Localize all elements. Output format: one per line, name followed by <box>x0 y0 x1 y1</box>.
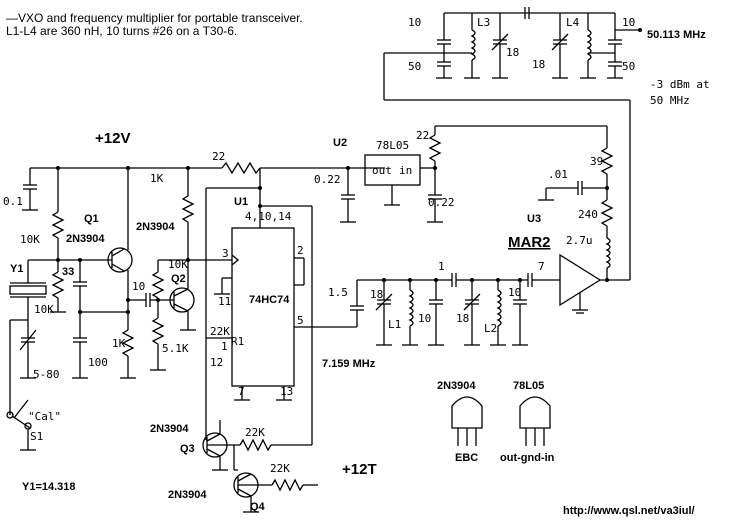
u1-pin2: 2 <box>297 244 304 257</box>
cap-18-top-right: 18 <box>532 58 545 71</box>
output-level-line1: -3 dBm at <box>650 78 710 91</box>
q1-type: 2N3904 <box>66 233 105 245</box>
mid-frequency: 7.159 MHz <box>322 358 376 370</box>
mar2-amplifier <box>559 253 602 314</box>
inductor-2.7u-label: 2.7u <box>566 234 593 247</box>
q4-type: 2N3904 <box>168 489 207 501</box>
bandpass-filter <box>318 273 560 346</box>
u2-ref: U2 <box>333 137 347 149</box>
pinout-2n3904-pins: EBC <box>455 452 478 464</box>
resistor-10k-q2-label: 10K <box>168 258 188 271</box>
pinout-78l05 <box>519 396 551 446</box>
resistor-22-u2-label: 22 <box>416 129 429 142</box>
q2-buffer <box>150 168 206 371</box>
u1-pin12: 12 <box>210 356 223 369</box>
cap-100-label: 100 <box>88 356 108 369</box>
switch-cal-label: "Cal" <box>28 410 61 423</box>
switch-s1-ref: S1 <box>30 430 43 443</box>
cap-7-label: 7 <box>538 260 545 273</box>
resistor-22-label: 22 <box>212 150 225 163</box>
q3-ref: Q3 <box>180 443 195 455</box>
u1-pin13: 13 <box>280 385 293 398</box>
resistor-39-label: 39 <box>590 155 603 168</box>
q4-ref: Q4 <box>250 501 266 513</box>
inductor-l2-label: L2 <box>484 322 497 335</box>
u1-pin1: 1 <box>221 340 228 353</box>
inductor-l3-label: L3 <box>477 16 490 29</box>
u1-power-pins: 4,10,14 <box>245 210 292 223</box>
u1-pin7: 7 <box>238 385 245 398</box>
cap-10-top-left: 10 <box>408 16 421 29</box>
supply-12t-label: +12T <box>342 461 377 478</box>
crystal-frequency: Y1=14.318 <box>22 481 76 493</box>
cap-18-top-left: 18 <box>506 46 519 59</box>
u3-ref: U3 <box>527 213 541 225</box>
cap-33-label: 33 <box>62 266 74 278</box>
output-frequency: 50.113 MHz <box>647 29 706 41</box>
output-filter <box>383 7 642 281</box>
cap-0.22-left-label: 0.22 <box>314 173 341 186</box>
u1-flipflop <box>205 168 318 440</box>
power-rail <box>22 125 607 223</box>
q1-oscillator <box>50 168 170 379</box>
resistor-240-label: 240 <box>578 208 598 221</box>
resistor-22k-q3-label: 22K <box>245 426 265 439</box>
u1-pin11: 11 <box>218 295 231 308</box>
resistor-1k-emitter-label: 1K <box>112 337 126 350</box>
u2-out-pin: out <box>372 164 392 177</box>
cap-1.5-label: 1.5 <box>328 286 348 299</box>
trimmer-5-80-label: 5-80 <box>33 368 60 381</box>
source-url: http://www.qsl.net/va3iul/ <box>563 505 695 517</box>
pinout-2n3904 <box>451 396 483 446</box>
pinout-2n3904-title: 2N3904 <box>437 380 476 392</box>
inductor-l4-label: L4 <box>566 16 580 29</box>
u1-pin5: 5 <box>297 314 304 327</box>
cap-0.01-label: .01 <box>548 168 568 181</box>
pinout-78l05-title: 78L05 <box>513 380 544 392</box>
u1-ref: U1 <box>234 196 248 208</box>
q2-type: 2N3904 <box>136 221 175 233</box>
u1-type: 74HC74 <box>249 294 290 306</box>
u3-type: MAR2 <box>508 234 551 251</box>
resistor-10k-upper-label: 10K <box>20 233 40 246</box>
cap-18-bpf-2-label: 18 <box>456 312 469 325</box>
u2-type: 78L05 <box>376 139 409 152</box>
resistor-22k-label: 22K <box>210 325 230 338</box>
pinout-78l05-pins: out-gnd-in <box>500 452 555 464</box>
resistor-10k-lower-label: 10K <box>34 303 54 316</box>
cap-10-bpf-2-label: 10 <box>508 286 521 299</box>
inductor-l1-label: L1 <box>388 318 401 331</box>
cap-18-bpf-1-label: 18 <box>370 288 383 301</box>
u2-in-pin: in <box>399 164 412 177</box>
cap-50-top-right: 50 <box>622 60 635 73</box>
u1-pin3: 3 <box>222 247 229 260</box>
figure-caption: —VXO and frequency multiplier for portab… <box>6 11 303 38</box>
q3-type: 2N3904 <box>150 423 189 435</box>
crystal-y1 <box>6 259 58 451</box>
cap-10-coupling-label: 10 <box>132 280 145 293</box>
resistor-5.1k-label: 5.1K <box>162 342 189 355</box>
crystal-ref: Y1 <box>10 263 23 275</box>
cap-10-bpf-1-label: 10 <box>418 312 431 325</box>
output-level-line2: 50 MHz <box>650 94 690 107</box>
supply-12v-label: +12V <box>95 130 130 147</box>
cap-0.1-label: 0.1 <box>3 195 23 208</box>
q1-ref: Q1 <box>84 213 99 225</box>
u1-r1-label: R1 <box>231 335 244 348</box>
q3-q4-keying <box>202 420 318 513</box>
cap-50-top-left: 50 <box>408 60 421 73</box>
resistor-22k-q4-label: 22K <box>270 462 290 475</box>
mar2-bias <box>538 126 614 282</box>
cap-1-series-label: 1 <box>438 260 445 273</box>
resistor-1k-collector-label: 1K <box>150 172 164 185</box>
cap-0.22-right-label: 0.22 <box>428 196 455 209</box>
q2-ref: Q2 <box>171 273 186 285</box>
cap-10-top-right: 10 <box>622 16 635 29</box>
